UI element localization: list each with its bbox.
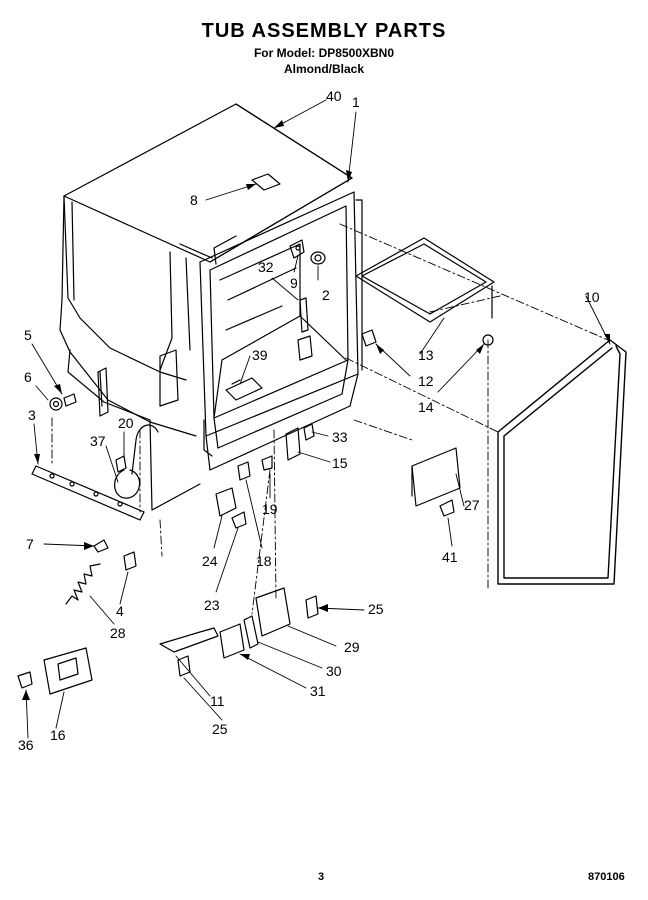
page-number: 3 xyxy=(318,871,325,883)
document-code: 870106 xyxy=(588,871,625,883)
callout-5: 5 xyxy=(24,327,32,343)
callout-29: 29 xyxy=(344,639,360,655)
alignment-lines xyxy=(51,223,609,615)
callout-19: 19 xyxy=(262,501,278,517)
callout-32: 32 xyxy=(258,259,274,275)
callout-3: 3 xyxy=(28,407,36,423)
callout-14: 14 xyxy=(418,399,434,415)
door-gasket xyxy=(497,339,627,585)
callout-24: 24 xyxy=(202,553,218,569)
leader-lines xyxy=(25,99,611,739)
callout-23: 23 xyxy=(204,597,220,613)
callout-6: 6 xyxy=(24,369,32,385)
model-subtitle: For Model: DP8500XBN0 xyxy=(253,46,395,60)
callout-2: 2 xyxy=(322,287,330,303)
callout-20: 20 xyxy=(118,415,134,431)
callout-31: 31 xyxy=(310,683,326,699)
callout-36: 36 xyxy=(18,737,34,753)
callout-25-lower: 25 xyxy=(212,721,228,737)
callout-16: 16 xyxy=(50,727,66,743)
callout-33: 33 xyxy=(332,429,348,445)
small-parts xyxy=(17,173,461,695)
callout-12: 12 xyxy=(418,373,434,389)
callout-4: 4 xyxy=(116,603,124,619)
callout-1: 1 xyxy=(352,94,360,110)
callout-40: 40 xyxy=(326,88,342,104)
callout-37: 37 xyxy=(90,433,106,449)
callout-13: 13 xyxy=(418,347,434,363)
callout-27: 27 xyxy=(464,497,480,513)
callout-8: 8 xyxy=(190,192,198,208)
callout-labels: 40 1 8 32 9 2 10 5 6 3 37 20 39 13 12 14… xyxy=(18,88,600,753)
tub-body xyxy=(59,103,363,511)
callout-39: 39 xyxy=(252,347,268,363)
callout-10: 10 xyxy=(584,289,600,305)
color-subtitle: Almond/Black xyxy=(283,62,364,76)
callout-18: 18 xyxy=(256,553,272,569)
callout-28: 28 xyxy=(110,625,126,641)
callout-11: 11 xyxy=(210,693,225,709)
leader-arrowheads xyxy=(22,120,610,700)
callout-7: 7 xyxy=(26,536,34,552)
callout-41: 41 xyxy=(442,549,458,565)
callout-9: 9 xyxy=(290,275,298,291)
callout-30: 30 xyxy=(326,663,342,679)
callout-15: 15 xyxy=(332,455,348,471)
callout-25: 25 xyxy=(368,601,384,617)
rack-frame xyxy=(355,237,495,346)
diagram-title: TUB ASSEMBLY PARTS xyxy=(201,20,447,42)
